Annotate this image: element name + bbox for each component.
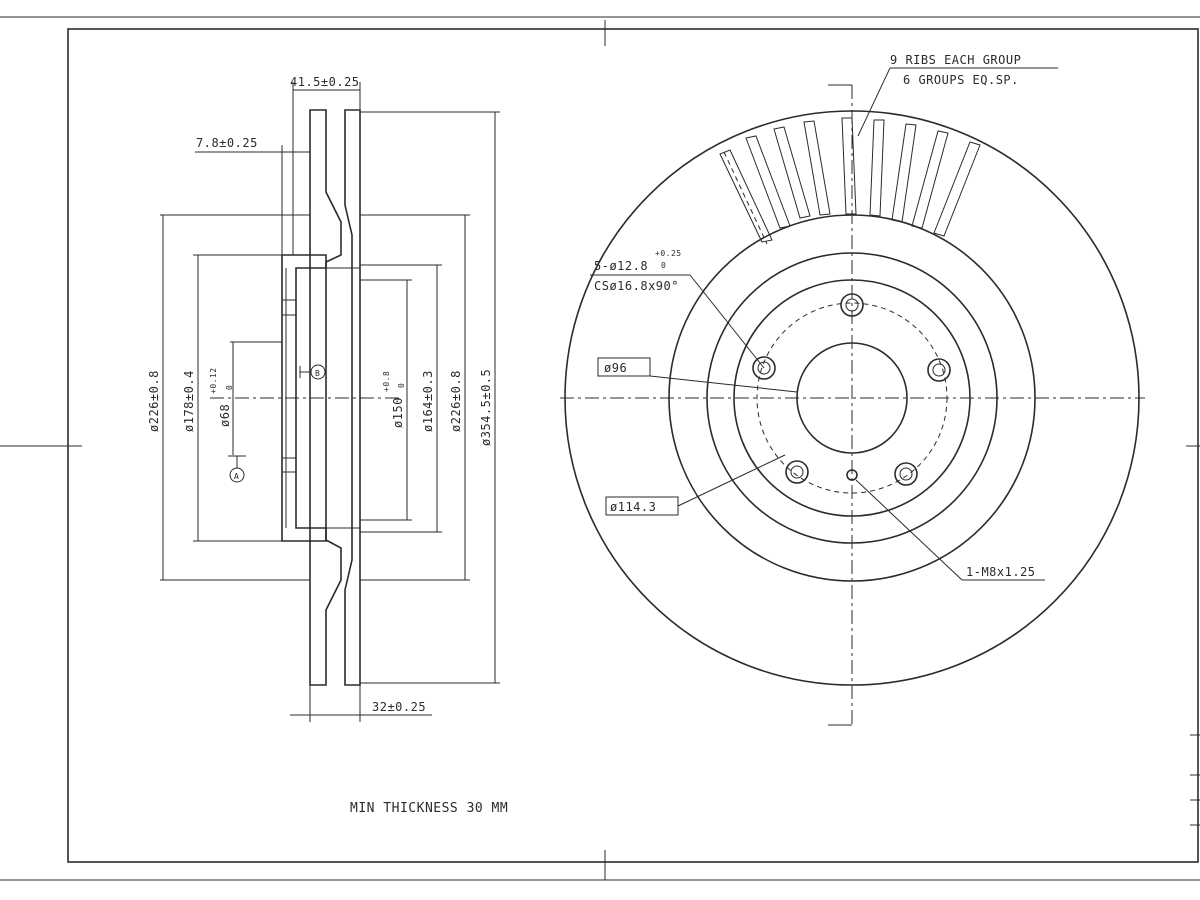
bolt-hole (840, 293, 864, 317)
cooling-ribs (719, 117, 981, 245)
disc-wall-right (344, 109, 361, 686)
side-section-view: B A 41.5±0.25 7.8±0.25 ø226±0.8 ø178±0.4… (147, 75, 500, 722)
dim-thickness-top: 41.5±0.25 (290, 75, 360, 89)
dim-226-left: ø226±0.8 (147, 370, 161, 432)
dim-150: ø150 (391, 397, 405, 428)
dim-hat-wall: 7.8±0.25 (196, 136, 258, 150)
threaded-hole (846, 469, 858, 481)
bolt-holes-tol-lower: 0 (661, 261, 666, 270)
min-thickness-note: MIN THICKNESS 30 MM (350, 801, 508, 816)
dim-68-tol-upper: +0.12 (209, 367, 218, 394)
sheet-frame (0, 16, 1200, 881)
ribs-note-line1: 9 RIBS EACH GROUP (890, 53, 1021, 67)
dim-178: ø178±0.4 (182, 370, 196, 432)
dim-226-right: ø226±0.8 (449, 370, 463, 432)
dim-disc-width: 32±0.25 (372, 700, 426, 714)
dim-150-tol-upper: +0.8 (382, 371, 391, 392)
datum-b-label: B (315, 369, 320, 378)
dim-150-tol-lower: 0 (397, 383, 406, 388)
dim-354: ø354.5±0.5 (479, 369, 493, 446)
dim-68: ø68 (218, 404, 232, 427)
bolt-hole (785, 460, 809, 484)
dim-68-tol-lower: 0 (225, 385, 234, 390)
ribs-note-line2: 6 GROUPS EQ.SP. (903, 73, 1019, 87)
pcd-label: ø114.3 (610, 500, 656, 514)
datum-a-label: A (234, 472, 239, 481)
bolt-hole (752, 356, 776, 380)
bolt-holes-tol-upper: +0.25 (655, 249, 682, 258)
center-bore-label: ø96 (604, 361, 627, 375)
dim-164: ø164±0.3 (421, 370, 435, 432)
bolt-hole (927, 358, 951, 382)
thread-label: 1-M8x1.25 (966, 565, 1036, 579)
bolt-holes-label: 5-ø12.8 (594, 259, 648, 273)
front-view: 9 RIBS EACH GROUP 6 GROUPS EQ.SP. 5-ø12.… (560, 53, 1145, 728)
bolt-hole (894, 462, 918, 486)
countersink-label: CSø16.8x90° (594, 279, 679, 293)
